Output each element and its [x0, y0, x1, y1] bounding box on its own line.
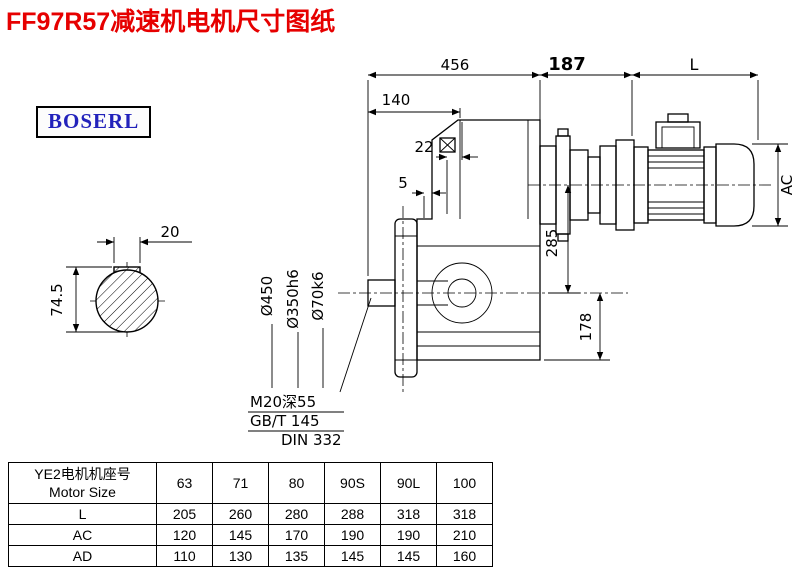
size-col-header: 80	[268, 462, 325, 504]
size-col-header: 71	[212, 462, 269, 504]
lifting-eye-bolt	[439, 137, 456, 153]
size-col-header: 100	[436, 462, 493, 504]
shaft-section-detail	[95, 266, 159, 333]
note-m20: M20深55	[250, 393, 316, 411]
dim-178: 178	[544, 293, 610, 361]
dim-140-label: 140	[382, 91, 411, 109]
size-col-header: 90L	[380, 462, 437, 504]
value-cell: 145	[324, 545, 381, 567]
note-gbt145: GB/T 145	[250, 412, 320, 430]
dim-187-label: 187	[548, 54, 586, 75]
dim-L-label: L	[690, 55, 699, 74]
value-cell: 318	[380, 503, 437, 525]
dim-L: L	[632, 55, 759, 140]
dim-dia450-label: Ø450	[258, 276, 276, 316]
dim-22: 22	[414, 122, 478, 214]
dim-285-label: 285	[543, 229, 561, 258]
dim-key-width-label: 20	[160, 223, 179, 241]
table-header-motor-size: YE2电机机座号 Motor Size	[8, 462, 157, 504]
dim-5-label: 5	[398, 174, 408, 192]
table-header-cn: YE2电机机座号	[34, 465, 131, 482]
value-cell: 170	[268, 524, 325, 546]
row-label: AC	[8, 524, 157, 546]
value-cell: 210	[436, 524, 493, 546]
size-col-header: 63	[156, 462, 213, 504]
gear-housing	[416, 119, 541, 361]
dim-187: 187	[540, 54, 633, 136]
motor	[633, 113, 755, 227]
value-cell: 288	[324, 503, 381, 525]
value-cell: 120	[156, 524, 213, 546]
gearbox-body	[367, 119, 541, 378]
motor-size-table: YE2电机机座号 Motor Size 63 71 80 90S 90L 100…	[8, 462, 493, 567]
table-header-en: Motor Size	[49, 484, 116, 500]
table-row-AC: AC 120 145 170 190 190 210	[8, 524, 493, 546]
center-hole-notes: M20深55 GB/T 145 DIN 332	[248, 297, 372, 449]
dim-178-label: 178	[577, 313, 595, 342]
value-cell: 260	[212, 503, 269, 525]
shaft-section-circle	[95, 269, 159, 333]
size-col-header: 90S	[324, 462, 381, 504]
dim-AC: AC	[752, 143, 796, 227]
dim-285: 285	[543, 185, 580, 294]
page-title: FF97R57减速机电机尺寸图纸	[6, 8, 336, 36]
dim-22-label: 22	[414, 138, 433, 156]
dim-dia350-label: Ø350h6	[284, 269, 302, 329]
value-cell: 135	[268, 545, 325, 567]
dim-456: 456	[367, 56, 541, 276]
dim-5: 5	[398, 174, 446, 218]
note-din332: DIN 332	[281, 431, 342, 449]
value-cell: 280	[268, 503, 325, 525]
value-cell: 190	[324, 524, 381, 546]
fan-cover	[715, 143, 755, 227]
table-row-AD: AD 110 130 135 145 145 160	[8, 545, 493, 567]
dim-456-label: 456	[441, 56, 470, 74]
value-cell: 145	[212, 524, 269, 546]
dim-dia70: Ø70k6	[309, 271, 327, 388]
terminal-box	[655, 113, 701, 149]
value-cell: 190	[380, 524, 437, 546]
dim-dia450: Ø450	[258, 276, 276, 388]
dim-shaft-height: 74.5	[48, 266, 124, 333]
table-header-row: YE2电机机座号 Motor Size 63 71 80 90S 90L 100	[8, 462, 493, 504]
value-cell: 110	[156, 545, 213, 567]
table-row-L: L 205 260 280 288 318 318	[8, 503, 493, 525]
dim-dia350: Ø350h6	[284, 269, 302, 388]
row-label: AD	[8, 545, 157, 567]
mounting-flange	[394, 218, 418, 378]
dim-key-width: 20	[97, 223, 192, 263]
value-cell: 130	[212, 545, 269, 567]
value-cell: 205	[156, 503, 213, 525]
value-cell: 145	[380, 545, 437, 567]
value-cell: 318	[436, 503, 493, 525]
dim-dia70-label: Ø70k6	[309, 271, 327, 320]
value-cell: 160	[436, 545, 493, 567]
dim-140: 140	[368, 91, 461, 118]
dim-shaft-height-label: 74.5	[48, 283, 66, 316]
row-label: L	[8, 503, 157, 525]
dim-AC-label: AC	[778, 175, 796, 195]
brand-logo: BOSERL	[36, 106, 152, 138]
